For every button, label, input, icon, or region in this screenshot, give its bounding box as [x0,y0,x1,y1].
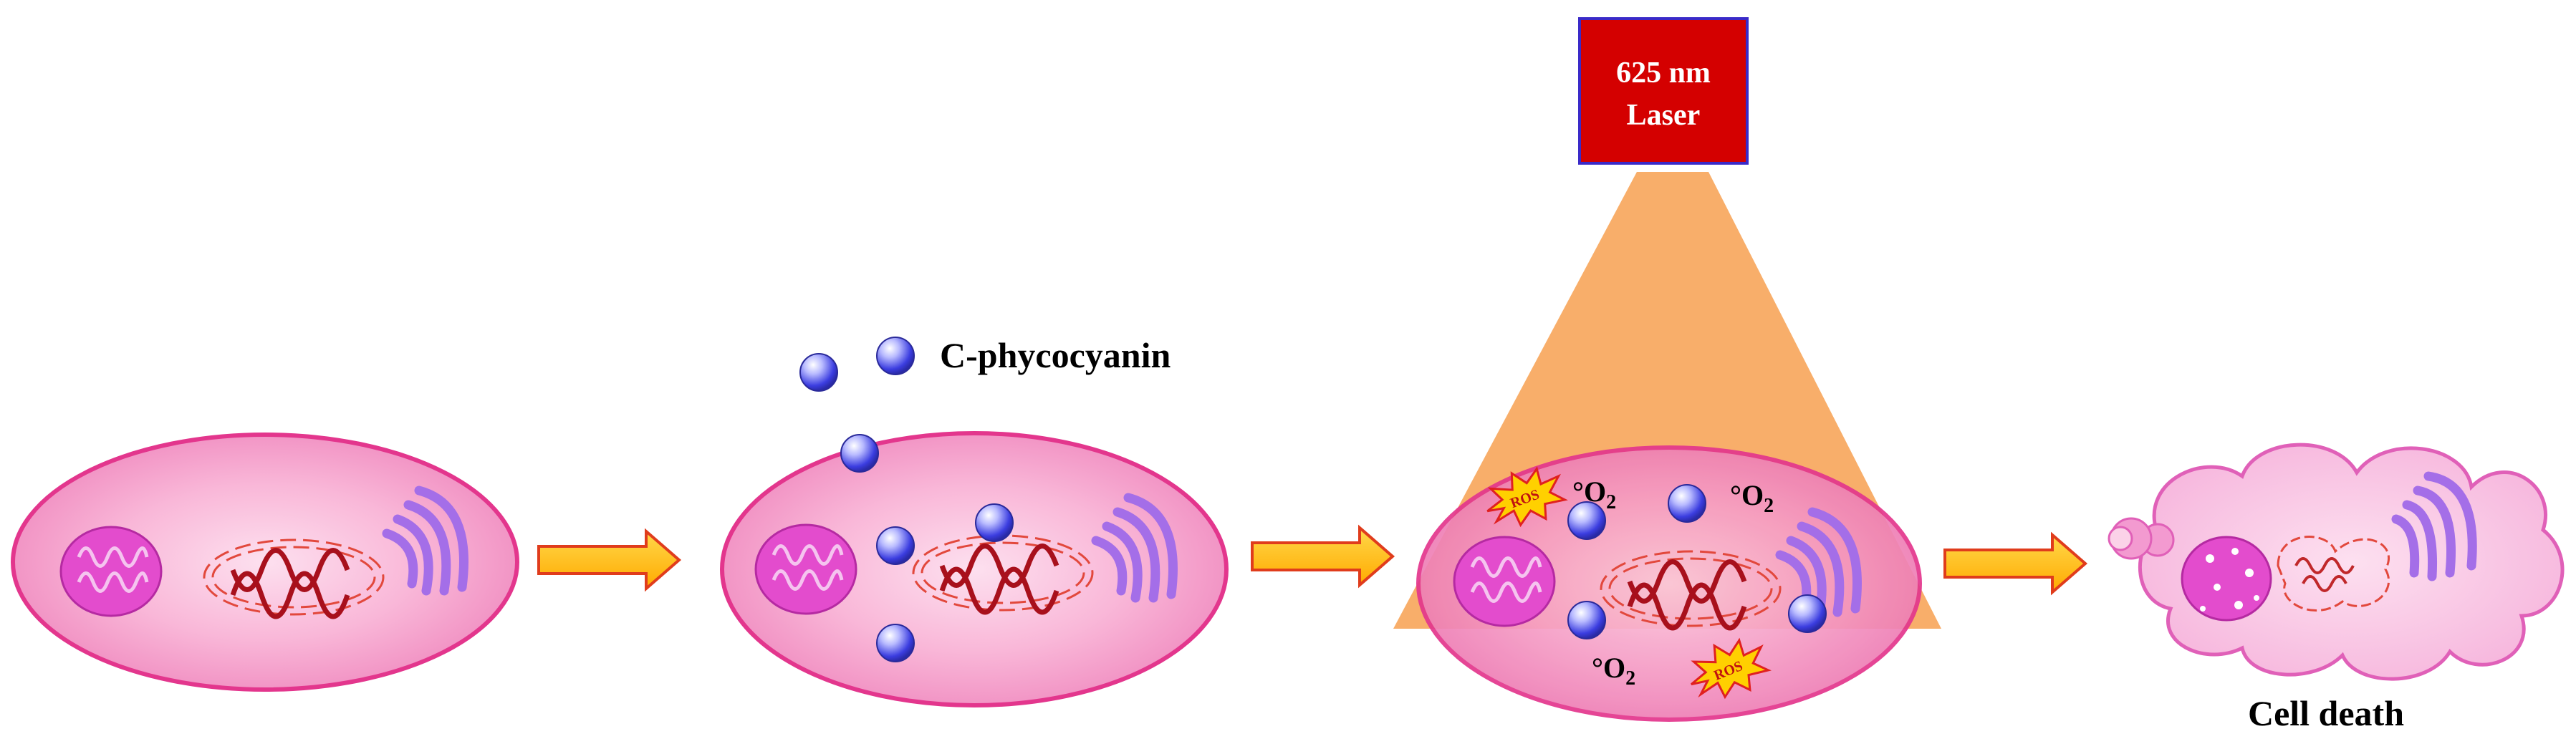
svg-text:°O2: °O2 [1730,479,1774,517]
svg-text:°O2: °O2 [1592,652,1635,690]
ros-burst: ROS [1680,628,1776,711]
membrane-blebs [2108,517,2175,560]
phycocyanin-particle [975,503,1014,542]
arrow-3 [1943,531,2088,596]
phycocyanin-particle [876,624,915,662]
fragmented-nucleus [2277,536,2390,612]
phycocyanin-particle [1668,484,1706,523]
laser-label: Laser [1627,99,1701,132]
mitochondrion-1 [61,527,161,616]
phycocyanin-label: C-phycocyanin [940,335,1171,375]
arrow-1 [537,528,682,592]
mitochondrion-3 [1454,537,1554,626]
mitochondrion-2 [756,525,856,614]
phycocyanin-particle [876,526,915,565]
singlet-oxygen-label: °O2 [1572,475,1616,513]
golgi-dead [2391,471,2477,581]
phycocyanin-particle [1788,594,1827,633]
svg-text:°O2: °O2 [1572,475,1616,513]
ros-burst: ROS [1476,457,1572,538]
dead-cell [2108,443,2565,681]
cell-1 [11,433,519,692]
cell-2 [720,431,1229,707]
arrow-2 [1251,524,1395,589]
singlet-oxygen-label: °O2 [1730,479,1774,517]
cell-3: ROS ROS °O2 °O2 °O2 [1416,445,1922,722]
laser-source: 625 nm Laser [1578,17,1749,165]
phycocyanin-particle [876,337,915,375]
fragmented-mitochondrion [2181,536,2272,622]
phycocyanin-particle [840,434,879,473]
phycocyanin-particle [799,353,838,392]
cell-death-label: Cell death [2248,693,2404,733]
singlet-oxygen-label: °O2 [1592,652,1635,690]
laser-wavelength: 625 nm [1616,57,1711,90]
phycocyanin-particle [1567,601,1606,639]
